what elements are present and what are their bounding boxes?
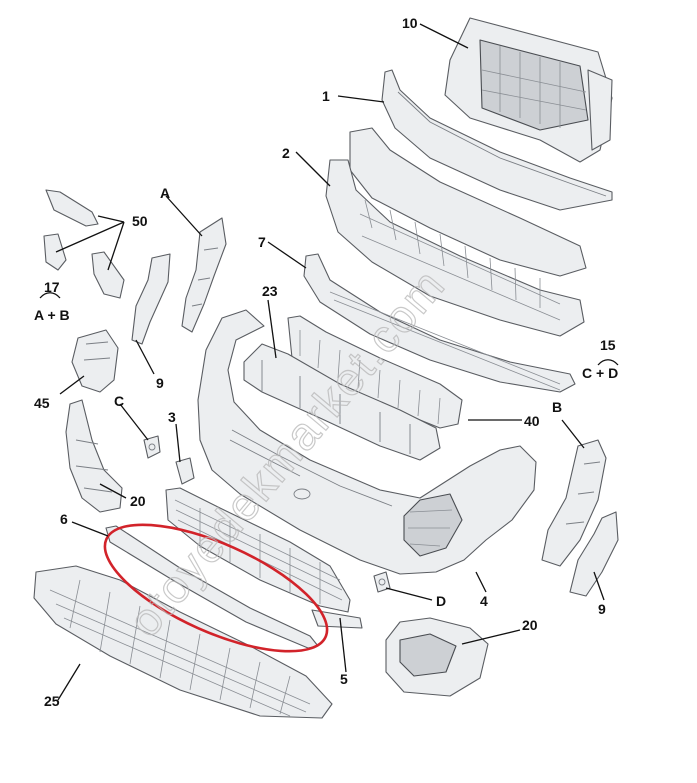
callout-17-sub: A + B (34, 307, 70, 323)
part-3-bracket (175, 457, 195, 485)
callout-23: 23 (262, 283, 278, 299)
part-B-bracket (541, 439, 607, 567)
callout-9-right: 9 (598, 601, 606, 617)
leader-lines (39, 23, 619, 701)
callout-45: 45 (34, 395, 50, 411)
part-1-upper-trim (381, 69, 613, 211)
part-7-grille-trim (303, 253, 576, 393)
callout-7: 7 (258, 234, 266, 250)
callout-20-left: 20 (130, 493, 146, 509)
part-A-bracket (181, 217, 227, 333)
part-45-deflector (71, 329, 119, 393)
callout-B: B (552, 399, 562, 415)
part-9-guide-right (569, 511, 619, 597)
callout-9-left: 9 (156, 375, 164, 391)
part-9-guide-left (131, 253, 171, 345)
callout-5: 5 (340, 671, 348, 687)
part-C-clip (143, 435, 161, 459)
part-D-clip (373, 571, 391, 593)
callout-15-sub: C + D (582, 365, 618, 381)
callout-15-num: 15 (600, 337, 616, 353)
part-20-fog-trim-right (385, 617, 489, 697)
callout-4: 4 (480, 593, 488, 609)
part-4-bumper-cover (197, 309, 537, 575)
callout-50: 50 (132, 213, 148, 229)
callout-C: C (114, 393, 124, 409)
callout-10: 10 (402, 15, 418, 31)
callout-25: 25 (44, 693, 60, 709)
callout-20-right: 20 (522, 617, 538, 633)
part-5-lower-grille (165, 487, 363, 629)
part-23-reinforcement (243, 343, 441, 461)
callout-6: 6 (60, 511, 68, 527)
part-2-grille (325, 127, 587, 337)
part-50-inserts (43, 189, 125, 299)
part-20-corner-trim-left (65, 399, 123, 513)
callout-D: D (436, 593, 446, 609)
highlight-ellipse (103, 523, 329, 653)
part-10-front-panel (444, 17, 613, 163)
callout-2: 2 (282, 145, 290, 161)
callout-40: 40 (524, 413, 540, 429)
callout-3: 3 (168, 409, 176, 425)
callout-A: A (160, 185, 170, 201)
callout-1: 1 (322, 88, 330, 104)
callout-17-num: 17 (44, 279, 60, 295)
